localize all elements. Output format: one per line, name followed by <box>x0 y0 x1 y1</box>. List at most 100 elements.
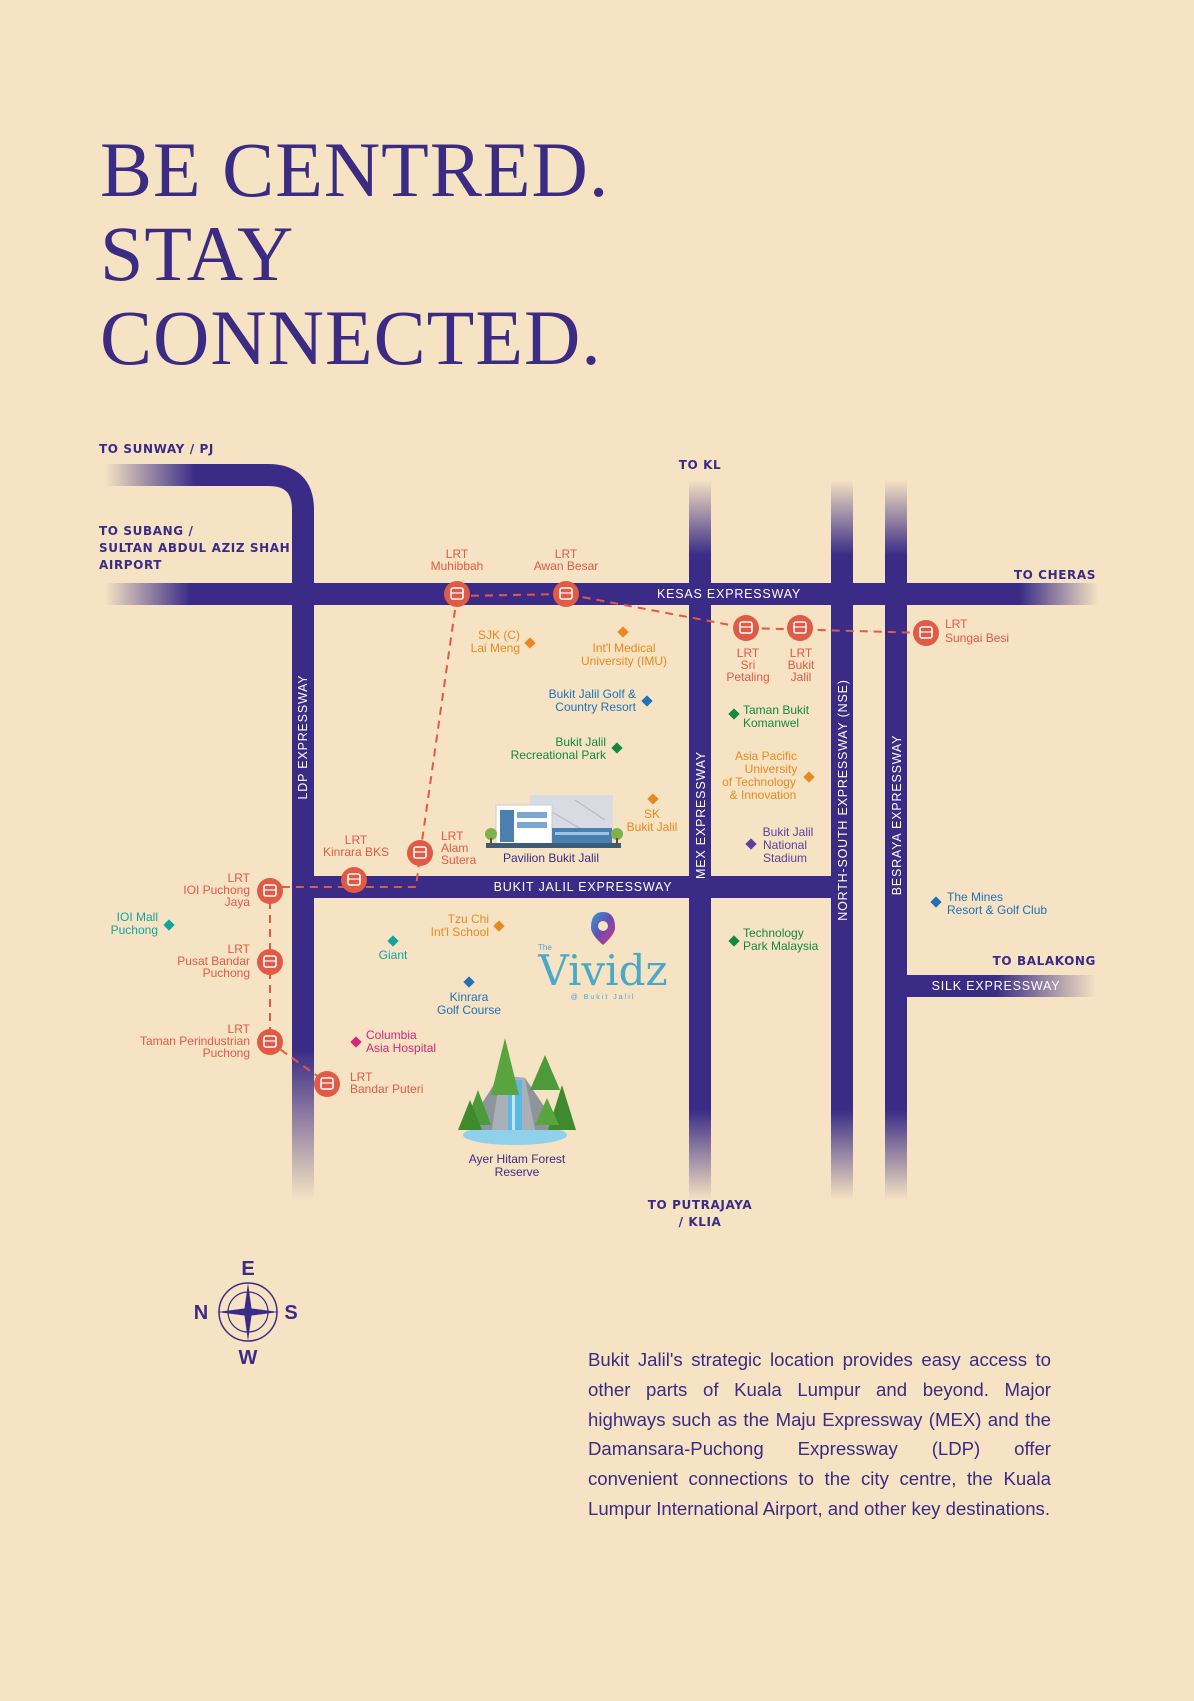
dest-subang-2: SULTAN ABDUL AZIZ SHAH <box>99 541 290 555</box>
road-label-bukit-jalil: BUKIT JALIL EXPRESSWAY <box>494 880 673 894</box>
poi-tpm-1: Technology <box>743 926 804 940</box>
poi-golf-1: Bukit Jalil Golf & <box>549 687 636 701</box>
road-nse-fade-top <box>831 480 853 555</box>
lrt-line-kelana <box>270 595 458 888</box>
poi-kinrara-golf-2: Golf Course <box>437 1003 501 1017</box>
lrt-marker-taman-perindustrian <box>257 1029 283 1055</box>
road-bukit-jalil <box>292 876 843 898</box>
road-kesas-fade <box>105 583 190 605</box>
lrt-marker-sri-petaling <box>733 615 759 641</box>
lrt-marker-kinrara <box>341 867 367 893</box>
lrt-label-sungai-besi-1: LRT <box>945 617 968 631</box>
poi-ioi-mall-2: Puchong <box>111 923 158 937</box>
poi-rec-park-2: Recreational Park <box>511 748 607 762</box>
poi-apu-4: & Innovation <box>730 788 797 802</box>
lrt-label-alam-sutera-3: Sutera <box>441 853 477 867</box>
lrt-label-sri-petaling-3: Petaling <box>726 670 769 684</box>
lrt-label-bandar-puteri-2: Bandar Puteri <box>350 1082 423 1096</box>
lrt-label-taman-perindustrian-2: Taman Perindustrian <box>140 1034 250 1048</box>
poi-tzu-chi-2: Int'l School <box>431 925 489 939</box>
poi-apu-1: Asia Pacific <box>735 749 797 763</box>
poi-apu-2: University <box>745 762 798 776</box>
poi-tpm-2: Park Malaysia <box>743 939 819 953</box>
lrt-label-alam-sutera-1: LRT <box>441 829 464 843</box>
road-label-besraya: BESRAYA EXPRESSWAY <box>890 735 904 896</box>
lrt-label-muhibbah-1: LRT <box>446 547 469 561</box>
dest-subang-1: TO SUBANG / <box>99 524 193 538</box>
forest-waterfall-illustration <box>458 1038 576 1145</box>
lrt-stations <box>257 581 939 1097</box>
lrt-marker-awan-besar <box>553 581 579 607</box>
road-besraya-fade-bottom <box>885 1110 907 1200</box>
pavilion-building-illustration <box>485 795 623 848</box>
lrt-label-ioi-puchong-1: LRT <box>228 871 251 885</box>
poi-sjk-2: Lai Meng <box>471 641 520 655</box>
poi-stadium-3: Stadium <box>763 851 807 865</box>
poi-giant-marker <box>387 935 399 947</box>
places: SJK (C) Lai Meng Int'l Medical Universit… <box>111 626 1047 1055</box>
poi-ioi-mall-1: IOI Mall <box>117 910 158 924</box>
road-silk <box>896 975 996 997</box>
headline-line-1: BE CENTRED. <box>100 126 610 213</box>
lrt-label-pusat-bandar-2: Pusat Bandar <box>177 954 250 968</box>
poi-columbia-marker <box>350 1036 362 1048</box>
lrt-marker-bandar-puteri <box>314 1071 340 1097</box>
poi-sjk-1: SJK (C) <box>478 628 520 642</box>
poi-pavilion: Pavilion Bukit Jalil <box>503 851 599 865</box>
road-sunway <box>195 464 314 1050</box>
poi-stadium-2: National <box>763 838 807 852</box>
poi-apu-marker <box>803 771 815 783</box>
poi-golf-marker <box>641 695 653 707</box>
lrt-label-pusat-bandar-3: Puchong <box>203 966 250 980</box>
lrt-marker-pusat-bandar <box>257 949 283 975</box>
compass-s: S <box>284 1302 297 1324</box>
poi-stadium-1: Bukit Jalil <box>763 825 814 839</box>
poi-rec-park-1: Bukit Jalil <box>555 735 606 749</box>
road-label-mex: MEX EXPRESSWAY <box>694 751 708 879</box>
dest-subang-3: AIRPORT <box>99 558 162 572</box>
road-mex <box>689 555 711 1110</box>
dest-balakong: TO BALAKONG <box>993 954 1096 968</box>
lrt-label-sri-petaling-2: Sri <box>741 658 756 672</box>
poi-sk-2: Bukit Jalil <box>627 820 678 834</box>
poi-ioi-mall-marker <box>163 919 175 931</box>
road-besraya <box>885 555 907 1110</box>
lrt-label-kinrara-2: Kinrara BKS <box>323 845 389 859</box>
poi-tzu-chi-1: Tzu Chi <box>448 912 489 926</box>
poi-giant: Giant <box>379 948 408 962</box>
poi-golf-2: Country Resort <box>555 700 636 714</box>
compass-icon <box>217 1282 279 1342</box>
road-label-ldp: LDP EXPRESSWAY <box>296 675 310 800</box>
road-label-kesas: KESAS EXPRESSWAY <box>657 587 801 601</box>
dest-cheras: TO CHERAS <box>1014 568 1096 582</box>
road-label-silk: SILK EXPRESSWAY <box>932 979 1061 993</box>
description-paragraph: Bukit Jalil's strategic location provide… <box>588 1349 1051 1519</box>
poi-stadium-marker <box>745 838 757 850</box>
lrt-label-ioi-puchong-2: IOI Puchong <box>183 883 250 897</box>
lrt-label-taman-perindustrian-3: Puchong <box>203 1046 250 1060</box>
road-label-nse: NORTH-SOUTH EXPRESSWAY (NSE) <box>836 679 850 920</box>
vividz-logo-small: The <box>538 943 552 952</box>
lrt-label-bukit-jalil-1: LRT <box>790 646 813 660</box>
lrt-label-bandar-puteri-1: LRT <box>350 1070 373 1084</box>
lrt-marker-ioi-puchong <box>257 878 283 904</box>
dest-putrajaya-2: / KLIA <box>679 1215 722 1229</box>
poi-sk-marker <box>647 793 659 805</box>
poi-taman-bukit-marker <box>728 708 740 720</box>
headline-line-3: CONNECTED. <box>100 294 602 381</box>
poi-tzu-chi-marker <box>493 920 505 932</box>
poi-mines-2: Resort & Golf Club <box>947 903 1047 917</box>
lrt-label-bukit-jalil-2: Bukit <box>788 658 815 672</box>
road-nse <box>831 555 853 1110</box>
headline: BE CENTRED. STAY CONNECTED. <box>100 128 609 380</box>
poi-imu-2: University (IMU) <box>581 654 667 668</box>
poi-kinrara-golf-1: Kinrara <box>450 990 489 1004</box>
lrt-label-awan-besar-2: Awan Besar <box>534 559 598 573</box>
lrt-label-taman-perindustrian-1: LRT <box>228 1022 251 1036</box>
poi-imu-1: Int'l Medical <box>593 641 656 655</box>
lrt-label-bukit-jalil-3: Jalil <box>791 670 812 684</box>
dest-kl: TO KL <box>679 458 722 472</box>
poi-sk-1: SK <box>644 807 660 821</box>
poi-mines-marker <box>930 896 942 908</box>
